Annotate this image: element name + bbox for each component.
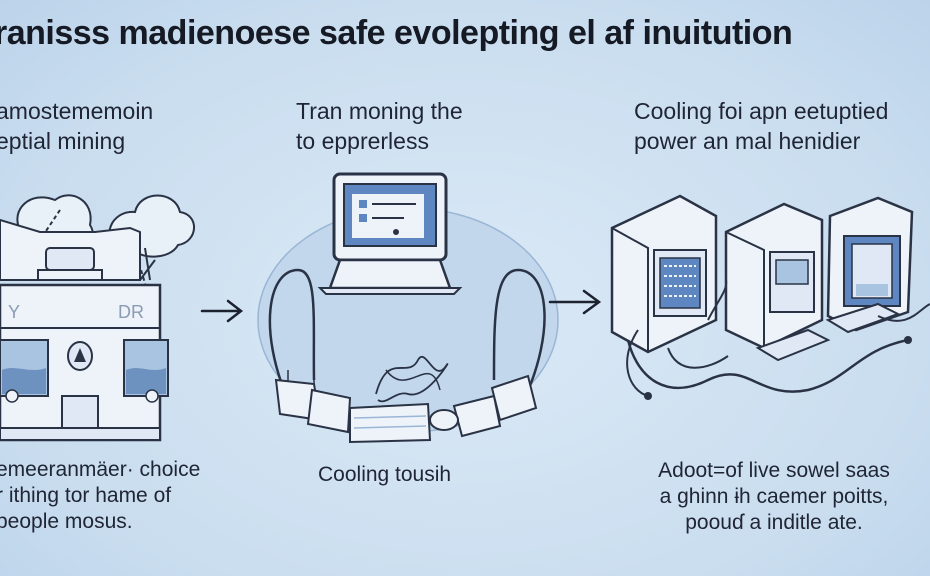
arrow-right-icon (200, 299, 244, 323)
sign-letter-left: Y (8, 302, 20, 322)
laptop-cooling-icon (257, 172, 559, 444)
step-2-caption: Cooling tousih (318, 463, 452, 486)
step-3-heading: Cooling foi apn eetuptied power an mal h… (634, 98, 889, 154)
arrow-right-icon (548, 289, 602, 315)
step-2-heading: Tran moning the to epprerless (296, 98, 463, 154)
building-icon: Y DR (0, 194, 195, 442)
step-3-caption: Adoot=of live sowel saas a ghinn ɨh caem… (658, 459, 890, 534)
step-1-caption: emeeranmäer· choice r ithing tor hame of… (0, 458, 201, 533)
diagram-title: ranisss madienoese safe evolepting el af… (0, 14, 793, 52)
server-units-icon (610, 194, 930, 400)
step-1-heading: amostememoin eptial mining (0, 98, 154, 154)
sign-letter-right: DR (118, 302, 144, 322)
